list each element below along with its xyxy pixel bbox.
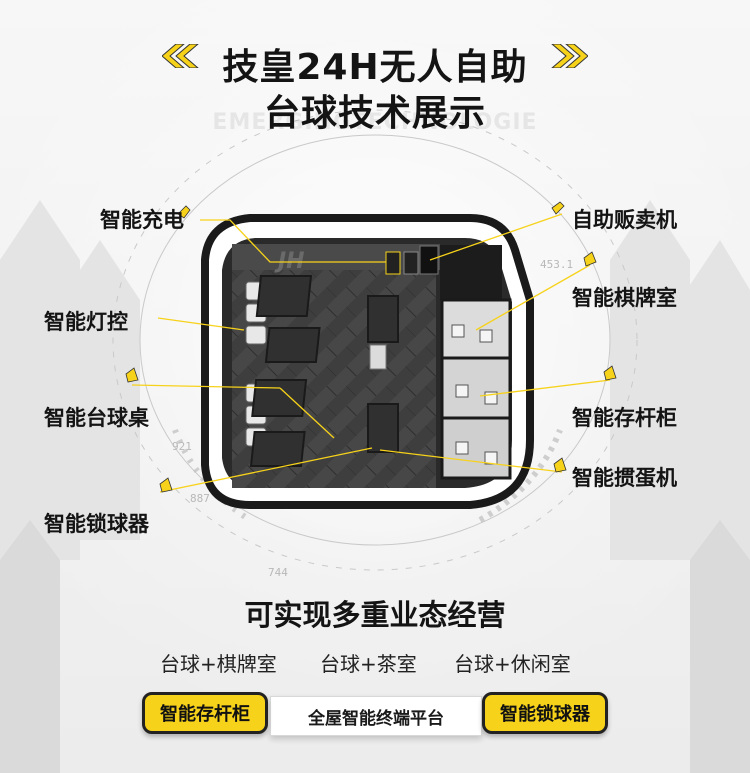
page-title: 技皇24H无人自助	[222, 47, 528, 88]
platform-label: 全屋智能终端平台	[308, 708, 444, 729]
label-smart-lighting: 智能灯控	[44, 310, 128, 334]
business-mode-item: 台球+茶室	[320, 652, 417, 676]
business-headline: 可实现多重业态经营	[244, 598, 506, 632]
label-smart-ball-lock: 智能锁球器	[44, 512, 149, 536]
decor-number: 453.1	[540, 258, 574, 271]
page-subtitle: 台球技术展示	[263, 93, 486, 134]
label-vending-machine: 自助贩卖机	[572, 208, 677, 232]
decor-number: 744	[268, 566, 288, 579]
label-smart-charging: 智能充电	[100, 208, 184, 232]
platform-bar: 全屋智能终端平台	[270, 696, 482, 736]
decor-number: 887	[190, 492, 210, 505]
watermark-text: EMERGINGTECHNOLOGIE	[212, 110, 538, 135]
cue-locker-badge: 智能存杆柜	[142, 692, 268, 734]
label-egg-machine: 智能掼蛋机	[572, 466, 677, 490]
ball-lock-badge: 智能锁球器	[482, 692, 608, 734]
business-mode-item: 台球+棋牌室	[160, 652, 277, 676]
label-chess-card-room: 智能棋牌室	[572, 286, 677, 310]
chevron-right-icon	[551, 44, 588, 68]
decor-number: 921	[172, 440, 192, 453]
label-cue-locker: 智能存杆柜	[572, 406, 677, 430]
label-smart-billiard-table: 智能台球桌	[44, 406, 149, 430]
chevron-left-icon	[162, 44, 199, 68]
business-mode-item: 台球+休闲室	[454, 652, 571, 676]
